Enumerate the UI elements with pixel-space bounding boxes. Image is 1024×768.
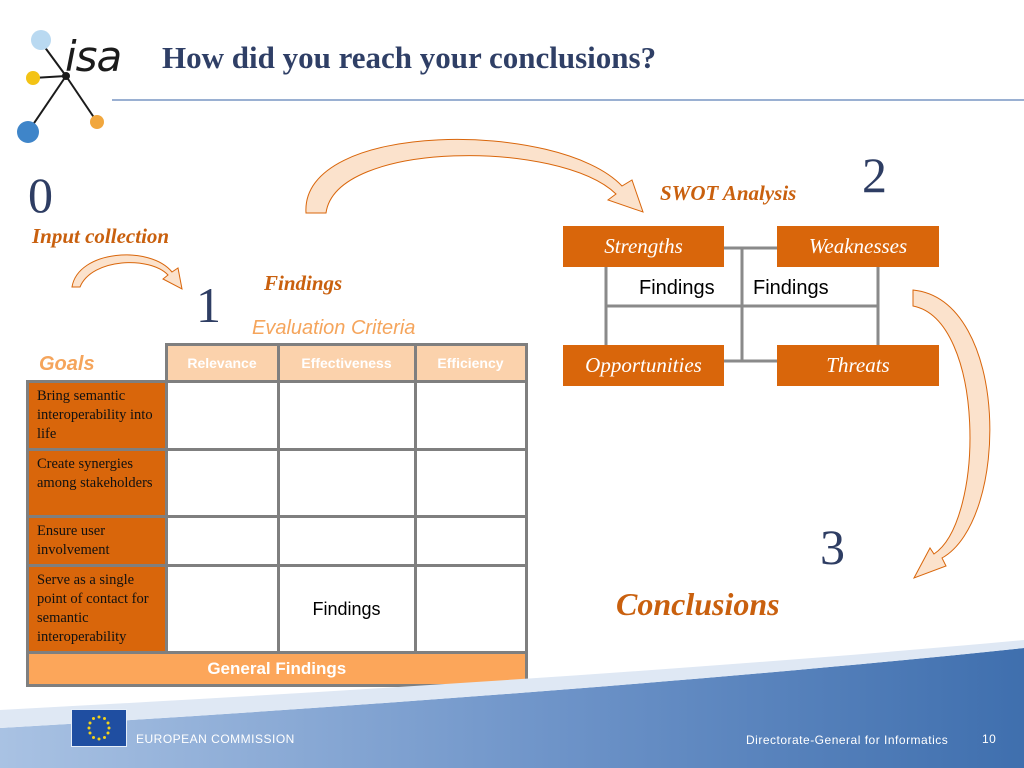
footer-directorate: Directorate-General for Informatics: [746, 733, 949, 747]
swot-strengths: Strengths: [563, 226, 724, 267]
matrix-cell: [276, 448, 417, 518]
goal-row-2: Create synergies among stakeholders: [26, 448, 168, 518]
footer-organisation: EUROPEAN COMMISSION: [136, 732, 295, 746]
matrix-cell: [413, 448, 528, 518]
stage-3-number: 3: [820, 519, 845, 575]
matrix-cell: [164, 515, 280, 567]
page-number: 10: [982, 732, 997, 746]
matrix-cell: [276, 515, 417, 567]
stage-0-number: 0: [28, 167, 53, 223]
matrix-cell: [276, 380, 417, 451]
general-findings-bar: General Findings: [26, 651, 528, 687]
column-header-relevance: Relevance: [164, 343, 280, 383]
stage-2-label: SWOT Analysis: [660, 181, 797, 205]
stage-1-label: Findings: [264, 271, 343, 295]
matrix-cell: [164, 564, 280, 654]
stage-2-number: 2: [862, 147, 887, 203]
isa-logo: isa: [10, 22, 135, 147]
matrix-cell: [164, 448, 280, 518]
page-title: How did you reach your conclusions?: [162, 40, 657, 75]
goal-row-4: Serve as a single point of contact for s…: [26, 564, 168, 654]
eu-flag: [71, 709, 127, 747]
swot-findings-right: Findings: [753, 277, 829, 299]
arrow-to-swot: [305, 138, 644, 214]
column-header-effectiveness: Effectiveness: [276, 343, 417, 383]
stage-3-label: Conclusions: [616, 586, 780, 622]
matrix-cell: [413, 380, 528, 451]
stage-0-label: Input collection: [32, 224, 170, 248]
matrix-cell: [413, 564, 528, 654]
title-divider: [112, 99, 1024, 101]
matrix-cell: [413, 515, 528, 567]
goals-label: Goals: [39, 353, 95, 375]
goal-row-3: Ensure user involvement: [26, 515, 168, 567]
arrow-swot-to-conclusions: [912, 289, 991, 579]
arrow-input-to-findings: [71, 254, 183, 290]
logo-text: isa: [65, 32, 122, 81]
column-header-efficiency: Efficiency: [413, 343, 528, 383]
findings-text: Findings: [312, 598, 381, 619]
matrix-cell-findings: Findings: [276, 564, 417, 654]
evaluation-matrix: Relevance Effectiveness Efficiency Bring…: [26, 343, 528, 687]
swot-opportunities: Opportunities: [563, 345, 724, 386]
swot-findings-left: Findings: [639, 277, 715, 299]
goal-row-1: Bring semantic interoperability into lif…: [26, 380, 168, 451]
evaluation-criteria-label: Evaluation Criteria: [252, 317, 416, 339]
matrix-cell: [164, 380, 280, 451]
stage-1-number: 1: [196, 277, 221, 333]
footer-band: [0, 640, 1024, 768]
swot-threats: Threats: [777, 345, 939, 386]
swot-weaknesses: Weaknesses: [777, 226, 939, 267]
